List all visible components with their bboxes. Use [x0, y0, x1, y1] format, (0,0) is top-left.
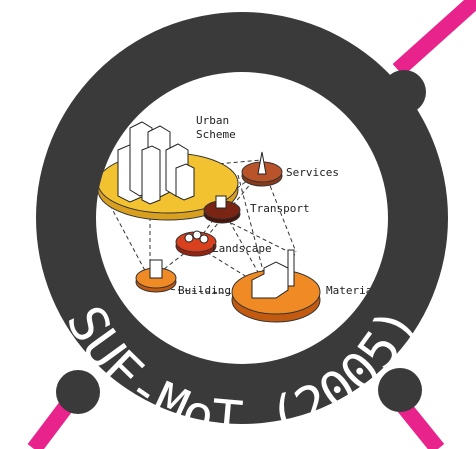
label-building: Building [178, 284, 231, 297]
ring-knob-top-right [382, 70, 426, 114]
transport-icon [215, 195, 227, 209]
label-transport: Transport [250, 202, 310, 215]
building-icon [149, 259, 163, 279]
label-services: Services [286, 166, 339, 179]
label-urban-scheme-line2: Scheme [196, 128, 236, 141]
node-building [135, 259, 177, 293]
node-services [241, 151, 283, 187]
ring-knob-bottom-right [378, 368, 422, 412]
label-urban-scheme-line1: Urban [196, 114, 229, 127]
node-urban-scheme [97, 121, 239, 221]
node-transport [203, 195, 241, 224]
services-tower-icon [257, 151, 267, 175]
trees-icon [184, 230, 209, 244]
diagram: Urban Scheme Services Transport Landscap… [97, 114, 379, 323]
label-material: Material [326, 284, 379, 297]
skyscrapers-icon [117, 121, 195, 205]
node-landscape [175, 230, 217, 257]
ring-knob-bottom-left [56, 370, 100, 414]
factory-icon [251, 249, 295, 299]
node-material [231, 249, 321, 323]
label-landscape: Landscape [212, 242, 272, 255]
